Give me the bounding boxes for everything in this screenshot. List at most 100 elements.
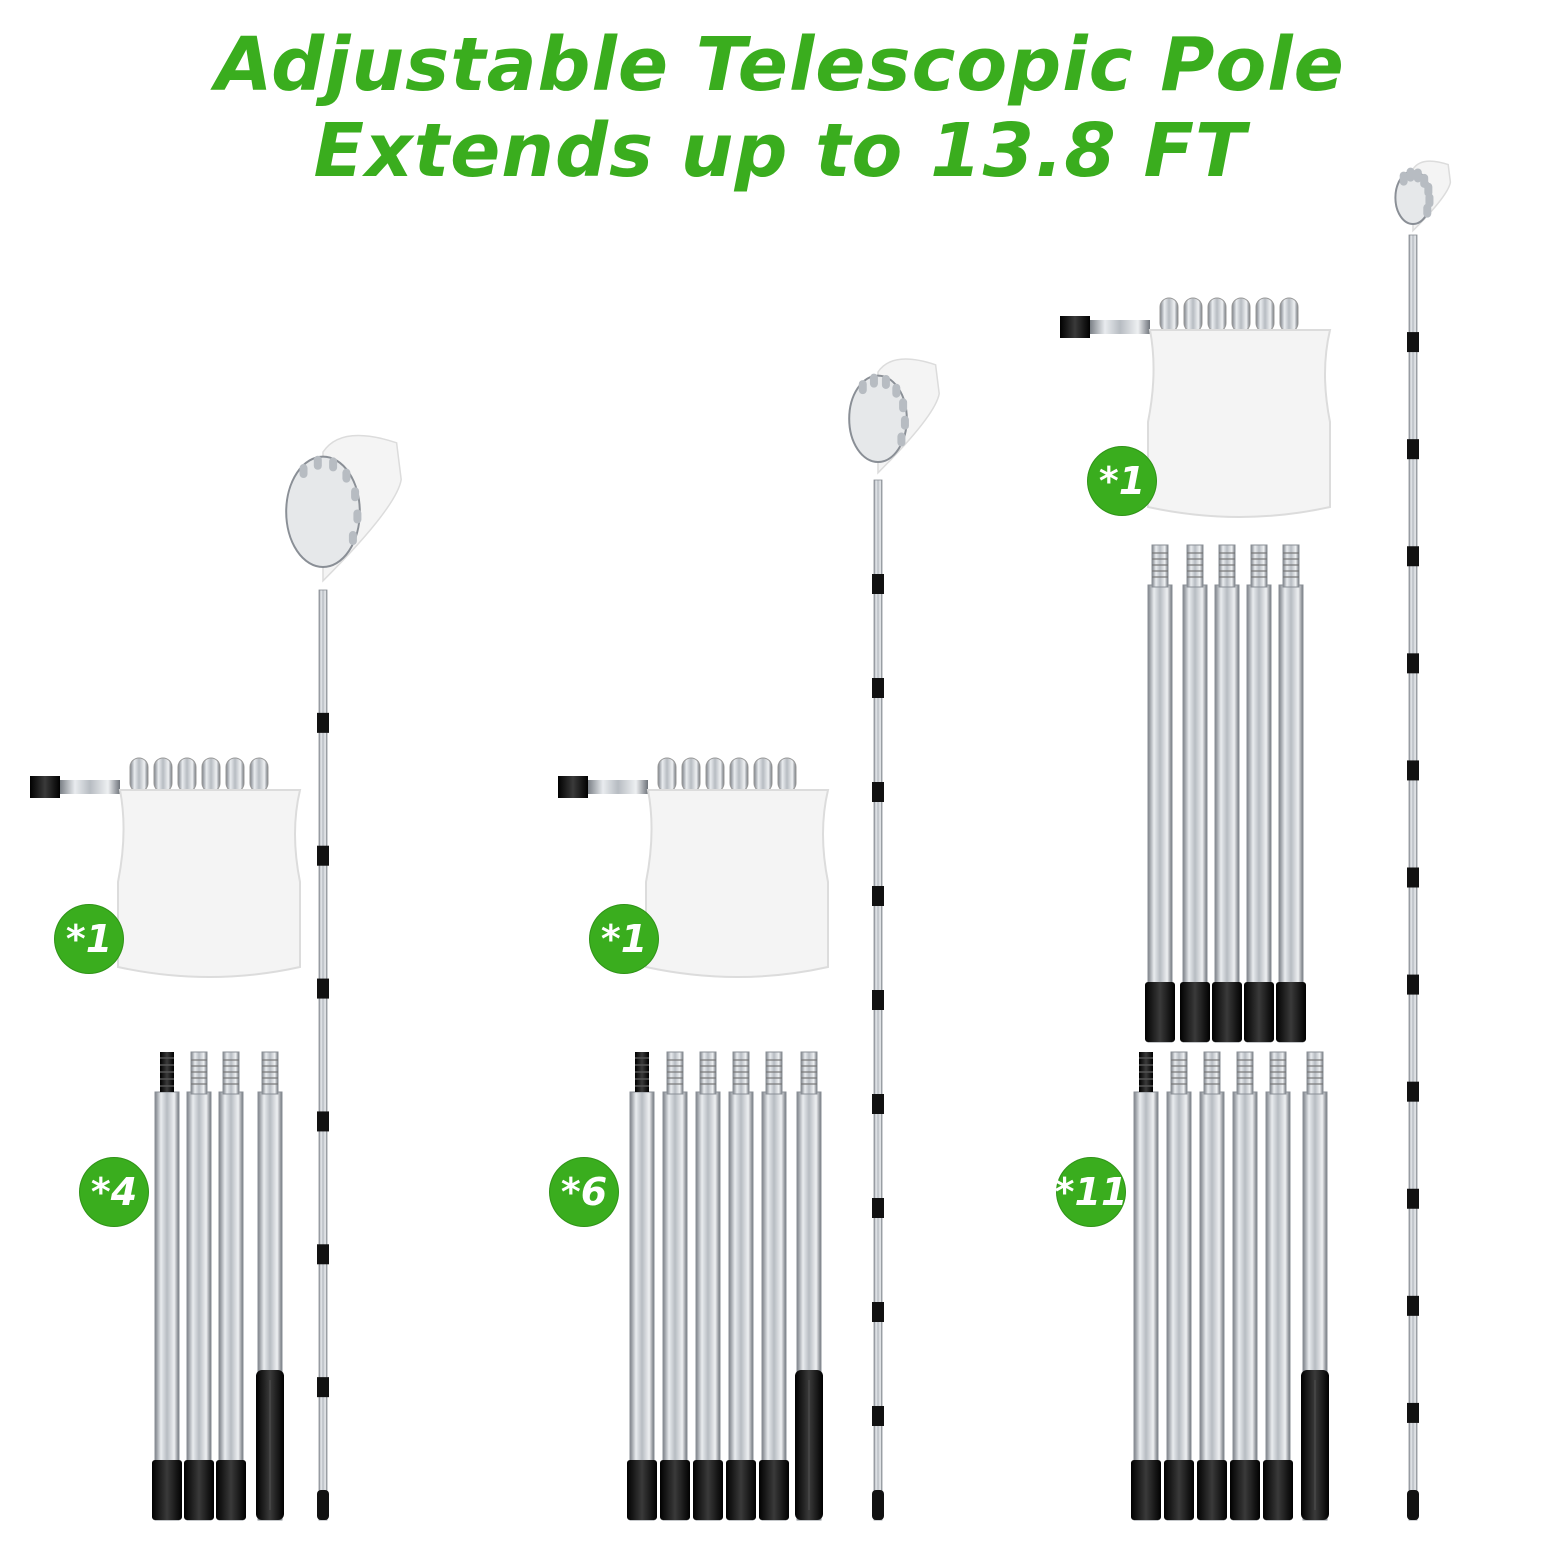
basket-claw <box>1183 297 1203 333</box>
pole-tube <box>154 1091 180 1521</box>
pole-section-g3-lower <box>1230 1051 1260 1521</box>
head-claw <box>897 432 906 447</box>
pole-tube <box>662 1091 688 1521</box>
pole-joint <box>872 1094 884 1114</box>
basket-claw <box>753 757 773 793</box>
pole-tube <box>1133 1091 1159 1521</box>
end-cap <box>1180 982 1210 1042</box>
basket-claw <box>681 757 701 793</box>
head-claw <box>858 380 867 395</box>
end-cap <box>1244 982 1274 1042</box>
head-claw <box>348 531 357 546</box>
pole-tube <box>1278 584 1304 1043</box>
pole-tube <box>728 1091 754 1521</box>
basket-claw <box>1159 297 1179 333</box>
head-claw <box>342 468 351 483</box>
end-cap <box>1145 982 1175 1042</box>
pole-joint <box>317 1244 329 1265</box>
pole-joint <box>872 782 884 802</box>
pole-section-g3-upper <box>1244 544 1274 1043</box>
pole-joint <box>1407 653 1419 674</box>
basket-claw <box>201 757 221 793</box>
head-claw <box>351 487 360 502</box>
pole-section-g2 <box>627 1052 657 1521</box>
basket-handle-grip <box>30 776 60 798</box>
pole-joint <box>1407 867 1419 888</box>
pole-joint <box>317 1111 329 1132</box>
pole-end-cap <box>872 1490 884 1520</box>
end-cap <box>1164 1460 1194 1520</box>
headline-line-1: Adjustable Telescopic Pole <box>215 22 1345 108</box>
basket-claw <box>729 757 749 793</box>
pole-section-g1 <box>184 1051 214 1521</box>
assembled-pole-g3 <box>1394 160 1452 1521</box>
end-cap <box>759 1460 789 1520</box>
end-cap <box>627 1460 657 1520</box>
pole-tube <box>186 1091 212 1521</box>
basket-group-1 <box>30 757 302 978</box>
joint-tip <box>800 1051 818 1095</box>
pole-section-g3-upper <box>1212 544 1242 1043</box>
pole-count-badge-2: *6 <box>550 1158 618 1226</box>
headline-line-2: Extends up to 13.8 FT <box>313 108 1247 194</box>
head-claw <box>881 374 890 389</box>
joint-tip <box>732 1051 750 1095</box>
pole-tube <box>1232 1091 1258 1521</box>
basket-claw <box>657 757 677 793</box>
assembled-pole-g1 <box>285 434 402 1521</box>
head-claw <box>1413 168 1422 183</box>
pole-section-g3-lower <box>1197 1051 1227 1521</box>
net-bag <box>645 789 830 978</box>
end-cap <box>726 1460 756 1520</box>
basket-claw <box>153 757 173 793</box>
pole-tube <box>1246 584 1272 1043</box>
basket-handle-grip <box>558 776 588 798</box>
joint-tip <box>666 1051 684 1095</box>
basket-handle-grip <box>1060 316 1090 338</box>
pole-joint <box>872 886 884 906</box>
pole-tube <box>1199 1091 1225 1521</box>
joint-tip <box>261 1051 279 1095</box>
end-cap <box>660 1460 690 1520</box>
pole-tube <box>761 1091 787 1521</box>
basket-handle-shaft <box>60 780 120 794</box>
joint-tip <box>1203 1051 1221 1095</box>
pole-section-g3-lower <box>1301 1051 1329 1521</box>
pole-section-g2 <box>759 1051 789 1521</box>
pole-joint <box>872 1198 884 1218</box>
end-cap <box>216 1460 246 1520</box>
pole-section-g3-upper <box>1276 544 1306 1043</box>
pole-joint <box>872 1406 884 1426</box>
head-claw <box>900 415 909 430</box>
head-claw <box>1399 171 1408 186</box>
basket-handle-shaft <box>1090 320 1150 334</box>
pole-tube <box>1214 584 1240 1043</box>
pole-tube <box>695 1091 721 1521</box>
pole-section-g2 <box>660 1051 690 1521</box>
joint-tip <box>1269 1051 1287 1095</box>
pole-section-g3-lower <box>1263 1051 1293 1521</box>
pole-section-g1 <box>256 1051 284 1521</box>
end-cap <box>184 1460 214 1520</box>
pole-tube <box>218 1091 244 1521</box>
pole-joint <box>1407 1402 1419 1423</box>
pole-tube <box>1182 584 1208 1043</box>
basket-claw <box>249 757 269 793</box>
end-cap <box>1263 1460 1293 1520</box>
end-cap <box>1212 982 1242 1042</box>
pole-end-cap <box>317 1490 329 1520</box>
basket-handle-shaft <box>588 780 648 794</box>
head-claw <box>313 455 322 470</box>
pole-joint <box>1407 1188 1419 1209</box>
pole-joint <box>1407 1295 1419 1316</box>
joint-tip <box>190 1051 208 1095</box>
joint-tip <box>222 1051 240 1095</box>
basket-claw <box>225 757 245 793</box>
pole-joint <box>1407 760 1419 781</box>
pole-joint <box>872 1302 884 1322</box>
head-claw <box>892 383 901 398</box>
pole-joint <box>1407 546 1419 567</box>
pole-tube <box>629 1091 655 1521</box>
net-bag <box>117 789 302 978</box>
joint-tip <box>699 1051 717 1095</box>
